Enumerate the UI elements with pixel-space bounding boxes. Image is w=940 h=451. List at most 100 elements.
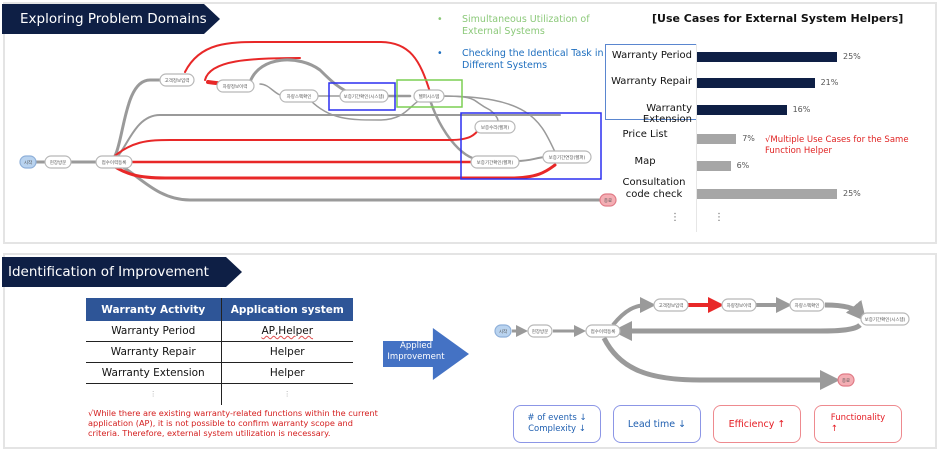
edge [439,95,556,153]
chart-axis [696,44,697,232]
node-label: 차량정보이력 [223,83,248,90]
bar [697,105,787,115]
bar [697,161,731,171]
category-label: Warranty Repair [611,76,692,87]
highlight-box-blue [460,112,602,180]
cell-more: ⋮ [283,390,291,399]
cell-system: Helper [221,362,353,384]
node-label: 고객정보입력 [659,302,684,309]
node-label: 보증기간확인(시스템) [344,93,385,100]
bar-value-label: 25% [843,52,861,61]
node [470,155,520,169]
chart-title: [Use Cases for External System Helpers] [652,12,904,25]
table-header-row: Warranty Activity Application system [86,298,353,321]
more-categories-icon: ⋮ [670,212,680,223]
section-title-problem-domains: Exploring Problem Domains [2,4,220,34]
node-label: 고객정보입력 [165,77,190,84]
node-label: 차량스펙확인 [795,302,820,309]
cell-activity: Warranty Extension [86,362,222,384]
node-start-label: 시작 [24,159,32,166]
highlight-box-green [396,79,463,108]
node-end [837,373,855,387]
edge [204,57,301,81]
bar [697,134,737,144]
highlight-box-blue [328,82,396,111]
bar [697,189,837,199]
node-label: 현장방문 [532,328,549,335]
category-label: Warranty Period [611,50,692,61]
node-start [19,155,37,169]
node [216,79,255,93]
bar-value-label: 25% [843,189,861,198]
node [413,89,445,103]
header-application-system: Application system [221,298,353,321]
node [860,312,910,326]
category-label: Map [634,156,656,167]
node-end-label: 종료 [842,378,850,384]
edge [601,336,840,390]
bar-value-label: 21% [820,78,839,87]
bar [697,52,837,62]
node [721,298,757,312]
applied-improvement-arrow: Applied Improvement [383,328,469,380]
bar-value-label: 6% [736,161,750,170]
node-end-label: 종료 [604,198,612,204]
edge-red [106,160,557,180]
node-end [599,193,617,207]
node [653,298,689,312]
kpi-lead-time: Lead time ↓ [613,405,701,443]
category-label: Price List [622,129,668,140]
node [474,120,516,134]
node [527,324,553,338]
kpi-efficiency: Efficiency ↑ [713,405,801,443]
node [585,324,621,338]
kpi-functionality: Functionality↑ [814,405,902,443]
node [339,89,389,103]
bullet-icon: • [437,48,443,59]
edge-red-top [184,41,431,93]
node-label: 헬퍼시스템 [419,93,440,100]
node [95,155,133,169]
cell-activity: Warranty Period [86,320,222,342]
header-warranty-activity: Warranty Activity [86,298,222,321]
more-bars-icon: ⋮ [714,212,724,223]
edge-red [107,127,481,163]
kpi-events-complexity: # of events ↓Complexity ↓ [513,405,601,443]
edge [824,299,867,322]
node-label: 접수이력등록 [102,159,127,166]
node [159,73,195,87]
bar-value-label: 7% [742,134,755,143]
node-label: 보증기간확인(헬퍼) [477,159,514,166]
table-row: Warranty Repair Helper [86,341,353,363]
cell-more: ⋮ [86,383,222,405]
edge [612,321,862,341]
table-row-more: ⋮ ⋮ [86,383,353,405]
bar [697,78,815,88]
arrow-label: Applied Improvement [387,341,445,362]
table-row: Warranty Extension Helper [86,362,353,384]
node [789,298,825,312]
node-start [494,324,512,338]
edge [611,297,656,327]
node-label: 보증수리(헬퍼) [481,124,510,131]
bullet-icon: • [437,14,443,25]
problem-domains-panel [3,2,937,244]
bar-value-label: 16% [792,105,811,114]
node-label: 보증기간확인(시스템) [865,316,906,323]
cell-activity: Warranty Repair [86,341,222,363]
node-label: 차량스펙확인 [287,93,312,100]
edge [248,58,357,97]
cell-system: Helper [221,341,353,363]
category-label: Consultation code check [622,177,686,200]
node-label: 차량정보이력 [727,302,752,309]
table-note: √While there are existing warranty-relat… [88,408,378,438]
cell-system: AP,Helper [221,320,353,342]
chart-annotation: √Multiple Use Cases for the Same Functio… [765,135,909,156]
node-label: 보증기간연장(헬퍼) [549,154,586,161]
table-row: Warranty Period AP,Helper [86,320,353,342]
node-label: 현장방문 [50,159,67,166]
node [44,155,72,169]
category-label: Warranty Extension [642,103,692,125]
